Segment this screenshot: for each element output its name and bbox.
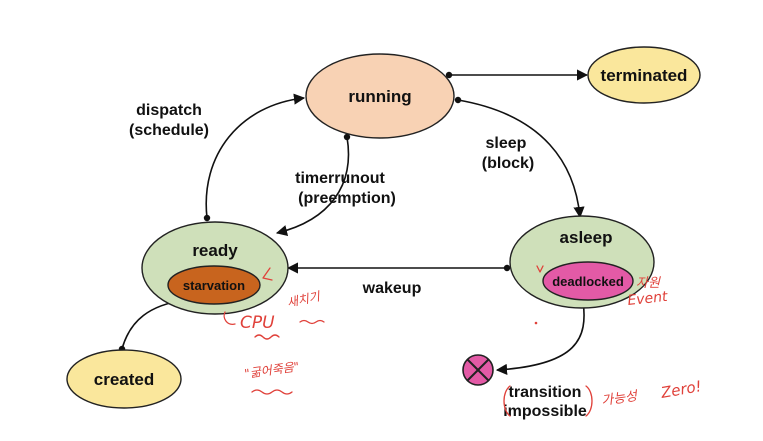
- impossible-marker-icon: [462, 354, 494, 386]
- edge-dot-running-terminated: [445, 71, 453, 79]
- annotation-quote: "굶어죽음": [243, 359, 300, 381]
- block-label: (block): [482, 155, 534, 172]
- annotation-zero-korean: 가능성: [600, 389, 640, 409]
- state-created-shape: [66, 349, 182, 409]
- state-asleep: asleep deadlocked: [509, 215, 655, 309]
- edge-dot-timerrunout: [343, 133, 351, 141]
- ink-cpu-bracket: [223, 311, 236, 325]
- state-ready-label: ready: [192, 241, 238, 260]
- annotation-event-korean: 자원: [636, 276, 661, 291]
- annotation-cpu: CPU: [240, 313, 275, 333]
- state-terminated-label: terminated: [601, 66, 688, 85]
- state-starvation-label: starvation: [183, 278, 245, 293]
- annotation-zero: Zero!: [659, 377, 703, 402]
- edge-timerrunout: [275, 136, 350, 237]
- ink-paren-left: [503, 385, 511, 417]
- ink-dot: [534, 321, 538, 325]
- ink-arrow-ready: [262, 267, 273, 281]
- state-running-label: running: [348, 87, 411, 106]
- dispatch-label: dispatch: [136, 102, 202, 119]
- annotation-near-ready: 새치기: [286, 289, 322, 310]
- state-deadlocked-label: deadlocked: [552, 274, 624, 289]
- schedule-label: (schedule): [129, 122, 209, 139]
- state-running-shape: [305, 53, 455, 139]
- state-starvation-shape: [167, 265, 261, 305]
- edge-dot-dispatch: [203, 214, 211, 222]
- wakeup-label: wakeup: [362, 280, 422, 297]
- ink-check-asleep: [536, 265, 544, 273]
- preemption-label: (preemption): [298, 190, 396, 207]
- impossible-label: impossible: [503, 403, 587, 420]
- state-created-label: created: [94, 370, 154, 389]
- ink-squiggle-quote: [251, 389, 293, 395]
- annotation-event: Event: [627, 289, 669, 309]
- state-running: running: [305, 53, 455, 139]
- state-asleep-label: asleep: [560, 228, 613, 247]
- ink-squiggle-cpu: [254, 334, 280, 340]
- sleep-label: sleep: [486, 135, 527, 152]
- edge-dispatch: [205, 93, 306, 219]
- impossible-marker-cross: [466, 358, 490, 382]
- state-deadlocked-shape: [542, 261, 634, 301]
- edge-dot-sleep: [454, 96, 462, 104]
- ink-squiggle-ready: [299, 319, 325, 325]
- transition-label: transition: [509, 384, 582, 401]
- edge-impossible: [495, 300, 585, 375]
- state-terminated-shape: [587, 46, 701, 104]
- ink-paren-right: [585, 385, 593, 417]
- state-terminated: terminated: [587, 46, 701, 104]
- edge-sleep: [457, 99, 585, 219]
- timerrunout-label: timerrunout: [295, 170, 385, 187]
- edge-dot-wakeup: [503, 264, 511, 272]
- state-ready: ready starvation: [141, 221, 289, 315]
- state-created: created: [66, 349, 182, 409]
- handwritten-annotations: CPU 새치기 "굶어죽음" 자원 Event 가능성 Zero!: [223, 265, 703, 417]
